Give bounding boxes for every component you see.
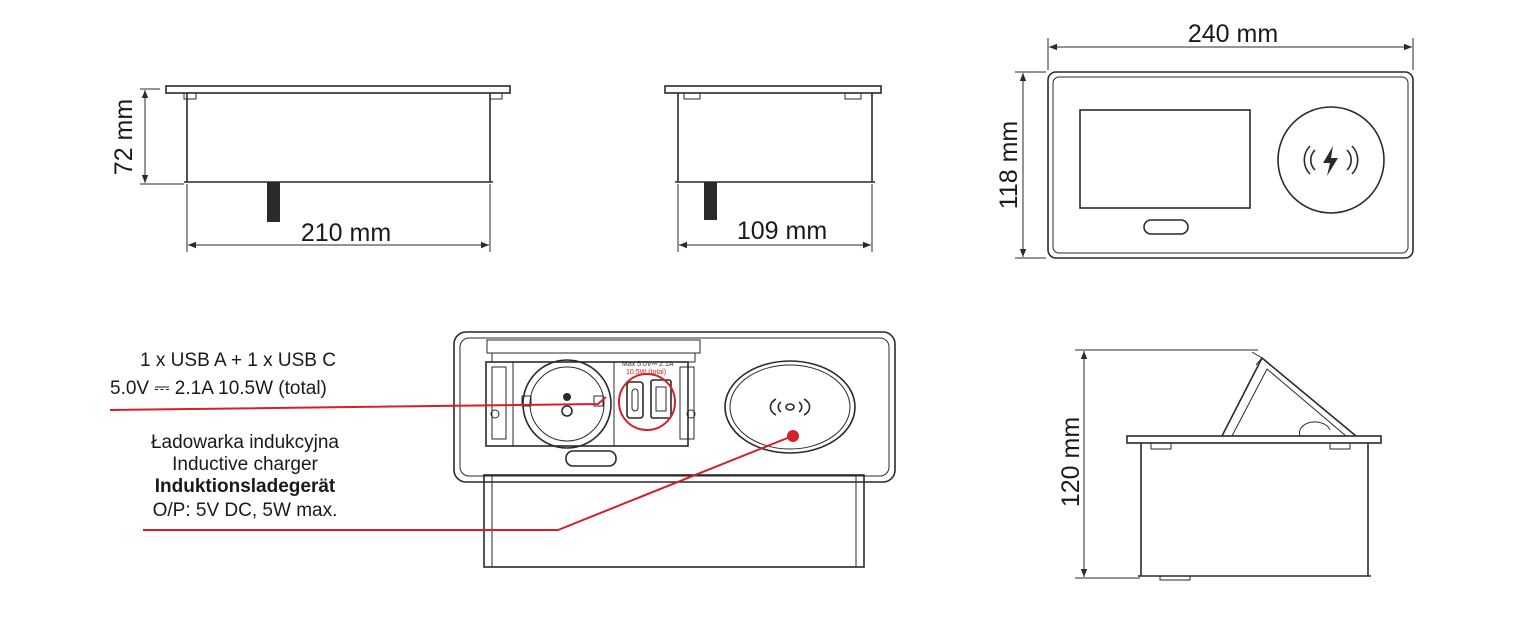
top-height-label: 118 mm — [995, 121, 1023, 209]
usb-a-port-icon — [650, 379, 672, 419]
wireless-charging-icon — [1303, 145, 1359, 176]
side-view — [664, 85, 882, 252]
usb-rating-line2: 10.5W (total) — [626, 369, 666, 376]
charger-spec: O/P: 5V DC, 5W max. — [153, 500, 338, 521]
front-width-label: 210 mm — [301, 219, 391, 247]
wireless-pad — [724, 360, 856, 454]
usb-rating-line1: Max 5.0V⎓ 2.1A — [622, 361, 674, 368]
wireless-symbol-icon — [769, 398, 811, 416]
wireless-pad-outline — [1277, 106, 1385, 214]
usb-callout-spec: 5.0V ⎓ 2.1A 10.5W (total) — [110, 378, 327, 399]
charger-label-pl: Ładowarka indukcyjna — [151, 432, 339, 453]
charger-label-de: Induktionsladegerät — [155, 476, 336, 497]
front-view — [140, 85, 511, 252]
open-front-view — [453, 331, 896, 568]
usb-callout-title: 1 x USB A + 1 x USB C — [140, 350, 336, 371]
charger-marker-dot — [787, 430, 799, 442]
usb-highlight-circle — [618, 373, 676, 431]
top-view — [1015, 38, 1414, 259]
charger-callout-line — [143, 436, 791, 531]
front-height-label: 72 mm — [110, 99, 138, 175]
side-depth-label: 109 mm — [737, 217, 827, 245]
open-height-label: 120 mm — [1057, 417, 1085, 507]
charger-label-en: Inductive charger — [172, 454, 318, 475]
usb-callout-line — [109, 396, 607, 411]
top-width-label: 240 mm — [1188, 20, 1278, 48]
usb-c-port-icon — [626, 381, 644, 419]
open-side-view — [1075, 349, 1382, 581]
